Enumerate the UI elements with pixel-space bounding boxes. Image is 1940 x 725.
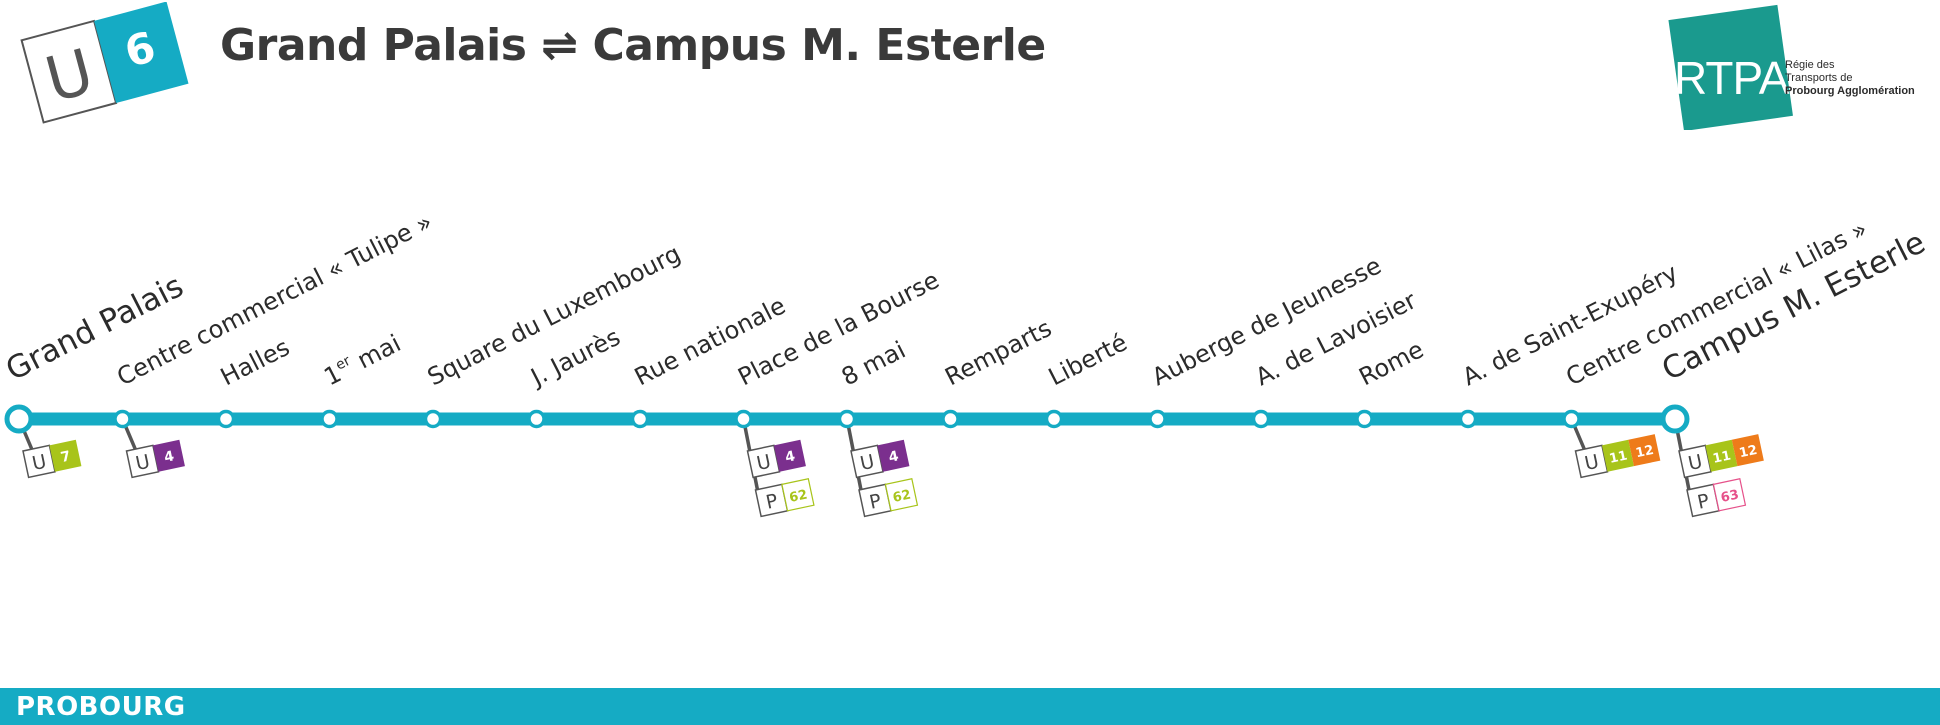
station-dot [1355, 409, 1374, 429]
station-dot [1148, 409, 1167, 429]
connection-mode: U [1686, 451, 1704, 475]
connection-mode: P [764, 490, 780, 514]
connection-line-number: 11 [1608, 449, 1629, 467]
logo-square [1668, 4, 1793, 130]
connection-mode: P [1695, 490, 1711, 514]
station-dot [734, 409, 753, 429]
connection-line-box [1601, 439, 1634, 472]
station-label: Rome [1355, 335, 1429, 391]
station-dot [320, 409, 339, 429]
station-label: Remparts [941, 314, 1057, 391]
connection-line-box [884, 478, 919, 512]
route-title: Grand Palais ⇌ Campus M. Esterle [220, 20, 1046, 71]
terminus-dot [1660, 404, 1690, 434]
station-name: Rome [1355, 335, 1429, 391]
operator-logo: RTPA Régie des Transports de Probourg Ag… [1668, 4, 1915, 130]
connection-line-box [1712, 478, 1747, 512]
station-name: Halles [216, 333, 294, 391]
station-name: 8 mai [837, 336, 910, 392]
connection-mode: U [1583, 451, 1601, 475]
connection-badge: P 62 [858, 478, 919, 518]
station-label: Liberté [1044, 328, 1132, 391]
station-dot [527, 409, 546, 429]
station-dot [630, 409, 650, 429]
line-number-box [94, 2, 189, 104]
logo-tagline-2: Transports de [1785, 72, 1852, 84]
station-name-tail: mai [346, 329, 405, 378]
connection-line-box [1705, 439, 1738, 472]
connection-line-number: 4 [163, 448, 176, 466]
connection-mode: U [134, 451, 152, 475]
station-label: 8 mai [837, 336, 910, 392]
logo-tagline-1: Régie des [1785, 59, 1835, 71]
connection-line-number: 7 [59, 448, 72, 466]
logo-tagline-3: Probourg Agglomération [1785, 85, 1915, 97]
footer-bar: PROBOURG [0, 688, 1940, 725]
connection-line-box [773, 439, 806, 472]
connection-mode: U [30, 451, 48, 475]
station-dot [837, 409, 857, 429]
station-label: 1er mai [320, 329, 406, 391]
connection-badge: U 11 12 [1678, 434, 1764, 479]
connection-line-box [877, 439, 910, 472]
connection-badge: P 62 [754, 478, 815, 518]
station-dot [1458, 409, 1478, 429]
connection-line-number: 12 [1738, 443, 1759, 461]
station-name: Liberté [1044, 328, 1132, 391]
station-label: Halles [216, 333, 294, 391]
station-dot [216, 409, 236, 429]
station-dot [1251, 409, 1271, 429]
station-dot [1044, 409, 1064, 429]
connection-mode: U [858, 451, 876, 475]
connection-line-number: 62 [788, 488, 809, 506]
connection-line-number: 4 [784, 448, 797, 466]
connection-badge: P 63 [1686, 478, 1747, 518]
connection-line-number: 63 [1719, 488, 1740, 506]
connection-line-box [49, 439, 82, 472]
connection-line-box [1731, 434, 1764, 467]
connection-line-box [1628, 434, 1661, 467]
connection-line-number: 62 [891, 488, 912, 506]
station-dot [941, 409, 960, 429]
city-name: PROBOURG [16, 692, 186, 722]
connection-line-box [152, 439, 185, 472]
connection-badge: U 11 12 [1574, 434, 1661, 479]
connection-mode: P [867, 490, 883, 514]
station-dot [113, 409, 132, 429]
connection-line-number: 12 [1634, 443, 1655, 461]
terminus-dot [4, 404, 34, 434]
logo-abbr: RTPA [1674, 52, 1790, 104]
connection-mode: U [755, 451, 773, 475]
station-dot [423, 409, 443, 429]
line-badge: U 6 [20, 2, 189, 124]
connection-line-box [781, 478, 815, 512]
connection-line-number: 4 [887, 448, 900, 466]
connection-line-number: 11 [1711, 449, 1732, 467]
station-name-sup: er [333, 353, 353, 374]
station-dot [1562, 409, 1581, 429]
station-name: Remparts [941, 314, 1057, 391]
